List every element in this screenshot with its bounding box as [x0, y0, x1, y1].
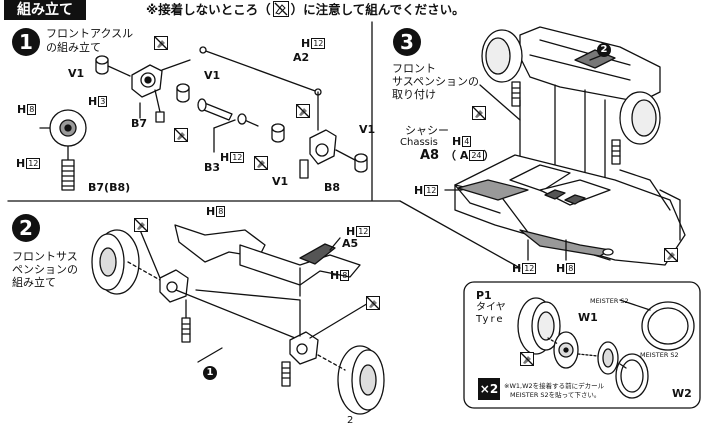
- step-2-title-line3: 組み立て: [12, 276, 56, 289]
- no-glue-icon: [154, 36, 168, 50]
- glue-warning-note: ※接着しないところ（ ）に注意して組んでください。: [146, 1, 465, 19]
- label-b7: B7: [131, 117, 148, 130]
- step-3-number: 3: [393, 28, 421, 56]
- step-2-number: 2: [12, 214, 40, 242]
- label-p1: P1: [476, 289, 492, 302]
- label-b3: B3: [204, 161, 221, 174]
- quantity-x2-badge: ×2: [478, 378, 500, 400]
- label-w1: W1: [578, 311, 598, 324]
- label-tyre-en: Tyre: [476, 314, 505, 325]
- label-v1-b: V1: [204, 69, 221, 82]
- label-v1-c: V1: [272, 175, 289, 188]
- chassis-en-label: Chassis: [400, 137, 438, 148]
- decal-note-line2: MEISTER S2を貼って下さい。: [510, 391, 601, 399]
- part-1-marker: 1: [203, 366, 217, 380]
- tie-rod-a2: [202, 49, 319, 93]
- label-a8: A8: [420, 148, 440, 163]
- step-2-title-line2: ペンションの: [12, 263, 78, 276]
- glue-warning-prefix: ※接着しないところ（: [146, 2, 271, 17]
- no-glue-icon: [296, 104, 310, 118]
- label-meister-mid: MEISTER S2: [640, 351, 679, 359]
- no-glue-icon: [134, 218, 148, 232]
- label-a2: A2: [293, 51, 310, 64]
- no-glue-icon: [366, 296, 380, 310]
- no-glue-icon: [254, 156, 268, 170]
- divider-diagonal: [399, 200, 521, 269]
- step-3-title-line3: 取り付け: [392, 88, 436, 101]
- glue-warning-suffix: ）に注意して組んでください。: [290, 2, 465, 17]
- step-2-title-line1: フロントサス: [12, 250, 78, 263]
- label-w2: W2: [672, 387, 692, 400]
- label-tyre-jp: タイヤ: [476, 302, 506, 313]
- step-3-title-line2: サスペンションの: [392, 75, 480, 88]
- decal-note-line1: ※W1,W2を接着する前にデカール: [504, 382, 605, 390]
- section-title: 組み立て: [4, 0, 86, 20]
- no-glue-icon: [472, 106, 486, 120]
- step-3-title-line1: フロント: [392, 62, 436, 75]
- no-glue-icon: [174, 128, 188, 142]
- no-glue-icon: [520, 352, 534, 366]
- page-number: 2: [347, 415, 354, 426]
- no-glue-icon: [272, 1, 289, 17]
- step-1-title-line1: フロントアクスル: [46, 27, 134, 40]
- label-meister-top: MEISTER S2: [590, 297, 629, 305]
- label-a5: A5: [342, 237, 359, 250]
- step-1-title-line2: の組み立て: [46, 41, 101, 54]
- part-2-marker: 2: [597, 43, 611, 57]
- label-b7b8: B7(B8): [88, 181, 131, 194]
- tie-rod: [175, 289, 301, 341]
- chassis-jp-label: シャシー: [405, 124, 449, 137]
- step-1-number: 1: [12, 28, 40, 56]
- label-b8: B8: [324, 181, 341, 194]
- header-bar: 組み立て ※接着しないところ（ ）に注意して組んでください。: [0, 0, 705, 20]
- no-glue-icon: [664, 248, 678, 262]
- label-v1-a: V1: [68, 67, 85, 80]
- label-v1-d: V1: [359, 123, 376, 136]
